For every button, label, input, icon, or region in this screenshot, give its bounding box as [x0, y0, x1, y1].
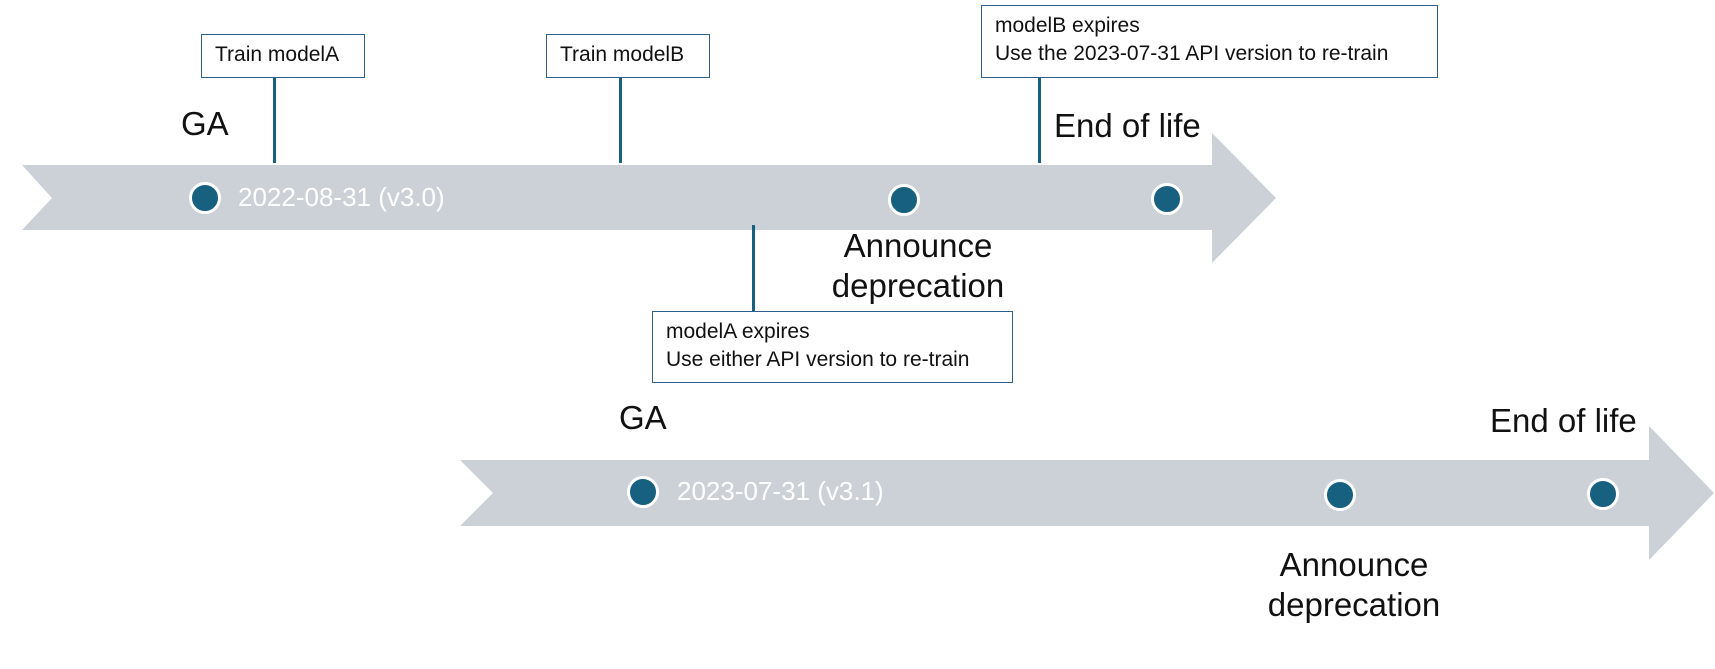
v30-announce-deprecation-label: Announce deprecation — [831, 227, 1005, 304]
modela-retrain-instruction: Use either API version to re-train — [666, 348, 970, 371]
modela-expires-title: modelA expires — [666, 320, 810, 343]
v30-version-label: 2022-08-31 (v3.0) — [238, 182, 445, 212]
v30-ga-marker-icon — [189, 182, 221, 214]
modela-expires-connector — [752, 225, 755, 311]
v30-end-of-life-marker-icon — [1151, 183, 1183, 215]
v31-ga-label: GA — [619, 399, 667, 436]
v31-end-of-life-marker-icon — [1587, 478, 1619, 510]
v30-end-of-life-label: End of life — [1054, 107, 1201, 144]
v31-deprecation-marker-icon — [1324, 479, 1356, 511]
modelb-expires-connector — [1038, 78, 1041, 163]
train-modelb-callout: Train modelB — [546, 34, 710, 78]
train-modelb-connector — [619, 78, 622, 163]
v30-deprecation-marker-icon — [888, 184, 920, 216]
v31-announce-deprecation-label: Announce deprecation — [1267, 546, 1441, 623]
train-modelb-text: Train modelB — [560, 43, 685, 66]
modelb-expires-title: modelB expires — [995, 14, 1140, 37]
v30-ga-label: GA — [181, 105, 229, 142]
v31-timeline-arrow — [460, 426, 1714, 560]
train-modela-connector — [273, 78, 276, 163]
v31-end-of-life-label: End of life — [1490, 402, 1637, 439]
v30-timeline-arrow — [22, 133, 1276, 263]
modelb-expires-callout: modelB expires Use the 2023-07-31 API ve… — [981, 5, 1438, 78]
train-modela-callout: Train modelA — [201, 34, 365, 78]
modelb-retrain-instruction: Use the 2023-07-31 API version to re-tra… — [995, 42, 1389, 65]
v31-version-label: 2023-07-31 (v3.1) — [677, 476, 884, 506]
modela-expires-callout: modelA expires Use either API version to… — [652, 311, 1013, 383]
train-modela-text: Train modelA — [215, 43, 340, 66]
v31-ga-marker-icon — [627, 476, 659, 508]
